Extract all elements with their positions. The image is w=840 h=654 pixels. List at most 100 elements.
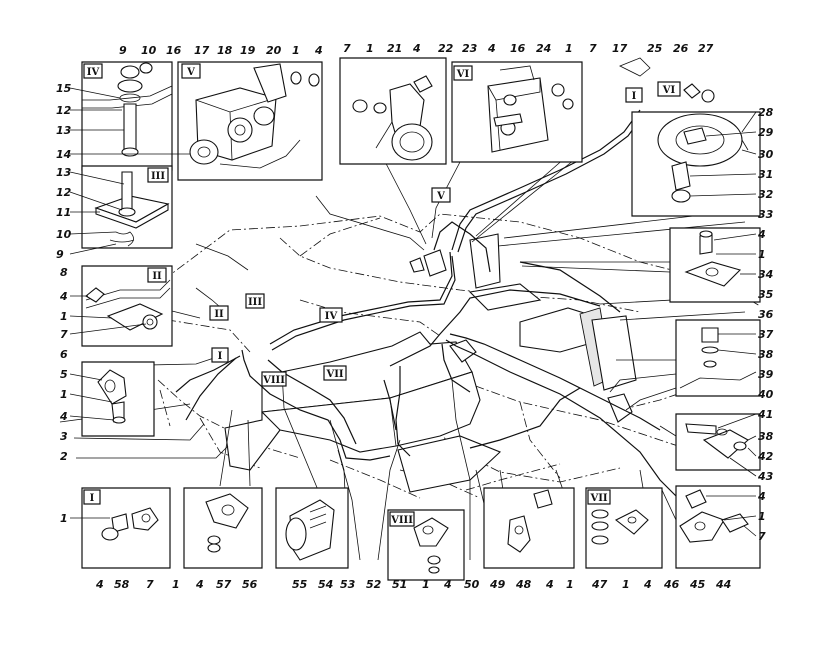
cable-harness <box>175 109 681 501</box>
callout-35: 35 <box>758 288 774 301</box>
callout-7-c: 7 <box>60 328 68 341</box>
callout-50: 50 <box>464 578 480 591</box>
callout-1-f: 1 <box>60 512 68 525</box>
callout-56: 56 <box>242 578 258 591</box>
callout-39: 39 <box>758 368 774 381</box>
callout-34: 34 <box>758 268 773 281</box>
callout-14: 14 <box>56 148 71 161</box>
callout-25: 25 <box>647 42 663 55</box>
callout-41: 41 <box>757 408 773 421</box>
inset-view-v-tag: V <box>181 63 201 79</box>
view-label-viii-bottom: VIII <box>390 515 413 526</box>
view-label-vi-inset: VI <box>456 69 470 80</box>
body-block <box>224 233 637 493</box>
view-label-ii: II <box>152 271 162 282</box>
callout-4-k: 4 <box>545 578 554 591</box>
inset-connector-48 <box>483 487 575 569</box>
scene-label-ii: II <box>214 309 224 320</box>
callout-4-d: 4 <box>59 290 68 303</box>
inset-motor-55 <box>275 487 349 569</box>
callout-4-j: 4 <box>443 578 452 591</box>
callout-1-a: 1 <box>292 44 300 57</box>
callout-19: 19 <box>240 44 256 57</box>
callout-4-a: 4 <box>314 44 323 57</box>
inset-drum-28 <box>631 111 761 217</box>
callout-1-c: 1 <box>565 42 573 55</box>
callout-29: 29 <box>758 126 774 139</box>
inset-view-viii-tag: VIII <box>389 511 415 527</box>
callout-16-b: 16 <box>510 42 526 55</box>
callout-4-g: 4 <box>757 490 766 503</box>
callout-38-a: 38 <box>758 348 774 361</box>
inset-view-vi-tag: VI <box>453 65 473 81</box>
callout-15: 15 <box>56 82 72 95</box>
callout-28: 28 <box>758 106 774 119</box>
callout-12-b: 12 <box>56 186 72 199</box>
callout-52: 52 <box>366 578 382 591</box>
callout-21: 21 <box>387 42 402 55</box>
inset-view-iii-tag: III <box>147 167 169 183</box>
callout-7-d: 7 <box>758 530 766 543</box>
callout-4-c: 4 <box>487 42 496 55</box>
callout-36: 36 <box>758 308 774 321</box>
inset-bracket-21 <box>339 57 447 165</box>
callout-1-i: 1 <box>172 578 180 591</box>
callout-18: 18 <box>217 44 233 57</box>
callout-1-g: 1 <box>758 248 766 261</box>
callout-9-b: 9 <box>56 248 64 261</box>
callout-24: 24 <box>536 42 551 55</box>
callout-42: 42 <box>757 450 774 463</box>
callout-48: 48 <box>515 578 532 591</box>
callout-17: 17 <box>194 44 210 57</box>
callout-47: 47 <box>591 578 608 591</box>
inset-view-vii-tag: VII <box>587 489 611 505</box>
callout-1-b: 1 <box>366 42 374 55</box>
callout-40: 40 <box>757 388 774 401</box>
callout-44: 44 <box>715 578 731 591</box>
scene-label-i-top: I <box>632 91 637 102</box>
callout-1-k: 1 <box>566 578 574 591</box>
callout-3: 3 <box>60 430 68 443</box>
callout-33: 33 <box>758 208 774 221</box>
callout-43: 43 <box>757 470 774 483</box>
inset-clamp-41 <box>675 413 761 471</box>
callout-4-i: 4 <box>195 578 204 591</box>
inset-clamp-57 <box>183 487 263 569</box>
callout-53: 53 <box>340 578 356 591</box>
callout-1-j: 1 <box>422 578 430 591</box>
scene-label-vii: VII <box>325 369 343 380</box>
callout-26: 26 <box>673 42 689 55</box>
view-label-iv: IV <box>87 67 100 78</box>
callout-11: 11 <box>56 206 71 219</box>
inset-view-iii <box>81 165 173 249</box>
callout-49: 49 <box>489 578 506 591</box>
callout-45: 45 <box>689 578 706 591</box>
left-leader-ticks <box>69 87 190 519</box>
callout-46: 46 <box>663 578 680 591</box>
callout-16: 16 <box>166 44 182 57</box>
inset-clamp-44 <box>675 485 761 569</box>
callout-6: 6 <box>60 348 68 361</box>
callout-5: 5 <box>60 368 68 381</box>
callout-1-e: 1 <box>60 388 68 401</box>
callout-54: 54 <box>318 578 333 591</box>
callout-13-a: 13 <box>56 124 72 137</box>
inset-view-ii-tag: II <box>147 267 167 283</box>
view-label-iii: III <box>151 171 165 182</box>
inset-view-i-bottom-tag: I <box>83 489 101 505</box>
inset-clamp-left <box>81 361 155 437</box>
view-label-v-inset: V <box>186 67 195 78</box>
callout-1-d: 1 <box>60 310 68 323</box>
callout-1-h: 1 <box>758 510 766 523</box>
callout-1-l: 1 <box>622 578 630 591</box>
callout-7-a: 7 <box>343 42 351 55</box>
callout-57: 57 <box>216 578 232 591</box>
callout-23: 23 <box>462 42 478 55</box>
inset-view-iv-tag: IV <box>83 63 103 79</box>
inset-bolt-37 <box>675 319 761 397</box>
callout-31: 31 <box>758 168 773 181</box>
inset-view-vii <box>585 487 663 569</box>
callout-4-b: 4 <box>412 42 421 55</box>
callout-32: 32 <box>758 188 774 201</box>
inset-view-ii <box>81 265 173 347</box>
